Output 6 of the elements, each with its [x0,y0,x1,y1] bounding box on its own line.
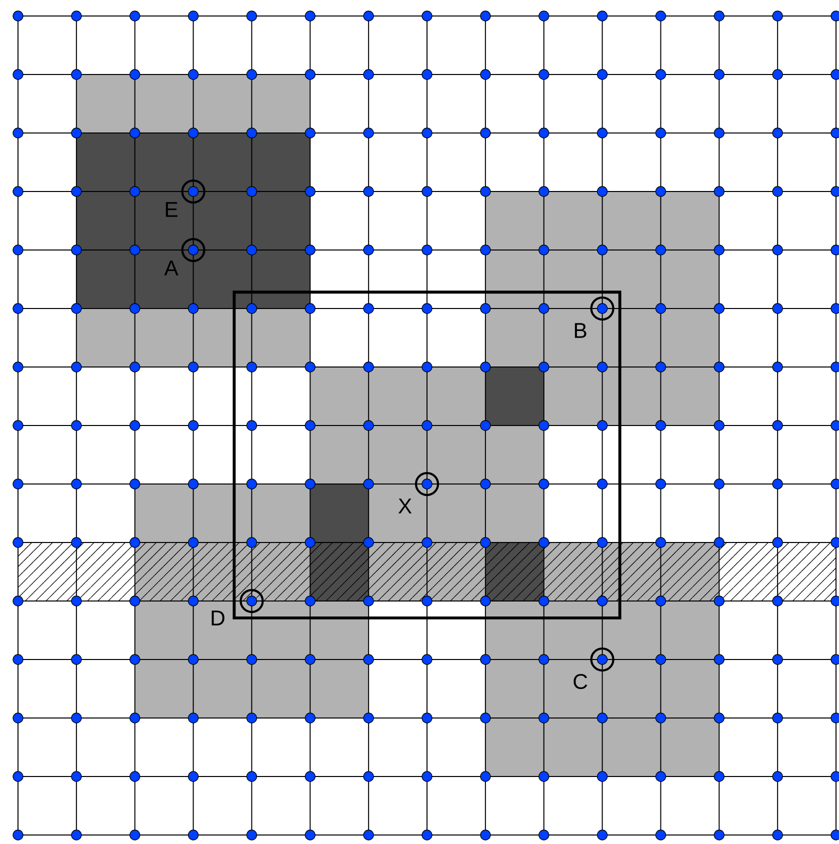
point-label: C [574,674,588,690]
point-label: X [398,498,412,514]
point-label: B [574,323,586,338]
point-label: E [166,202,178,217]
point-label: A [164,260,178,276]
point-label: D [212,610,224,626]
